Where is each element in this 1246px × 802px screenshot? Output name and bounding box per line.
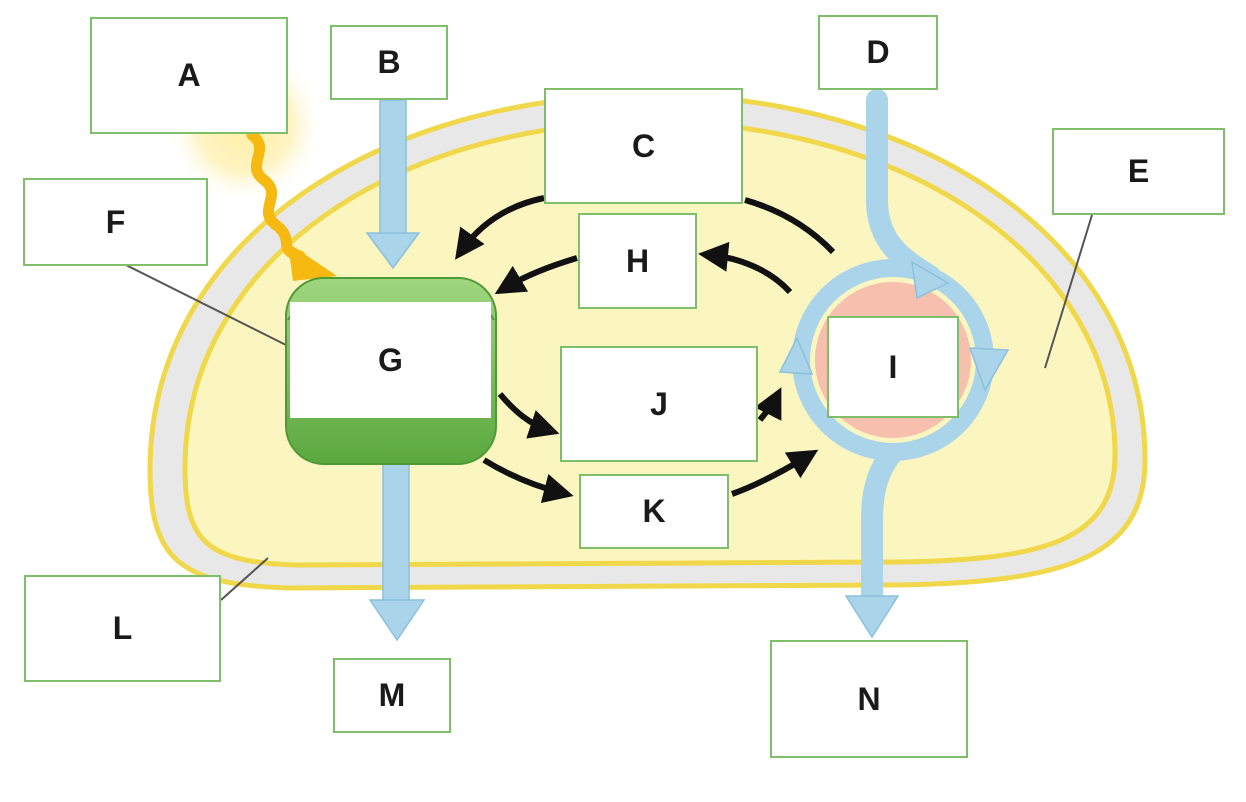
arrow-mito-to-C	[744, 197, 836, 255]
output-arrow-N-head	[844, 595, 900, 639]
leader-line-E	[1044, 214, 1093, 369]
label-box-L[interactable]: L	[24, 575, 221, 682]
arrow-J-to-mito	[754, 387, 782, 422]
label-box-J[interactable]: J	[560, 346, 758, 462]
leader-line-L	[220, 557, 269, 601]
cycle-arrowhead-right	[968, 347, 1010, 392]
arrow-chloroplast-to-K	[482, 457, 574, 504]
light-ray-arrow	[246, 129, 306, 262]
input-arrow-B-head	[365, 232, 421, 270]
label-box-A[interactable]: A	[90, 17, 288, 134]
label-box-E[interactable]: E	[1052, 128, 1225, 215]
arrow-C-to-chloroplast	[455, 195, 545, 260]
arrow-K-to-mito	[730, 449, 819, 497]
light-ray-arrowhead	[288, 243, 337, 281]
arrow-chloroplast-to-J	[497, 392, 560, 439]
label-box-H[interactable]: H	[578, 213, 697, 309]
label-box-F[interactable]: F	[23, 178, 208, 266]
output-arrow-M-shaft	[382, 449, 410, 607]
label-box-D[interactable]: D	[818, 15, 938, 90]
label-box-C[interactable]: C	[544, 88, 743, 204]
arrow-H-to-chloroplast	[494, 255, 578, 295]
label-box-N[interactable]: N	[770, 640, 968, 758]
label-box-I[interactable]: I	[827, 316, 959, 418]
output-pipe-N	[861, 444, 902, 600]
cycle-arrowhead-top	[911, 260, 950, 300]
cycle-arrowhead-left	[778, 336, 814, 375]
output-arrow-M-head	[368, 599, 426, 642]
label-box-B[interactable]: B	[330, 25, 448, 100]
label-box-M[interactable]: M	[333, 658, 451, 733]
label-box-K[interactable]: K	[579, 474, 729, 549]
arrow-mito-to-H	[698, 241, 793, 295]
leader-line-F	[119, 261, 293, 349]
label-box-G[interactable]: G	[290, 302, 491, 418]
input-arrow-B-shaft	[379, 99, 407, 241]
